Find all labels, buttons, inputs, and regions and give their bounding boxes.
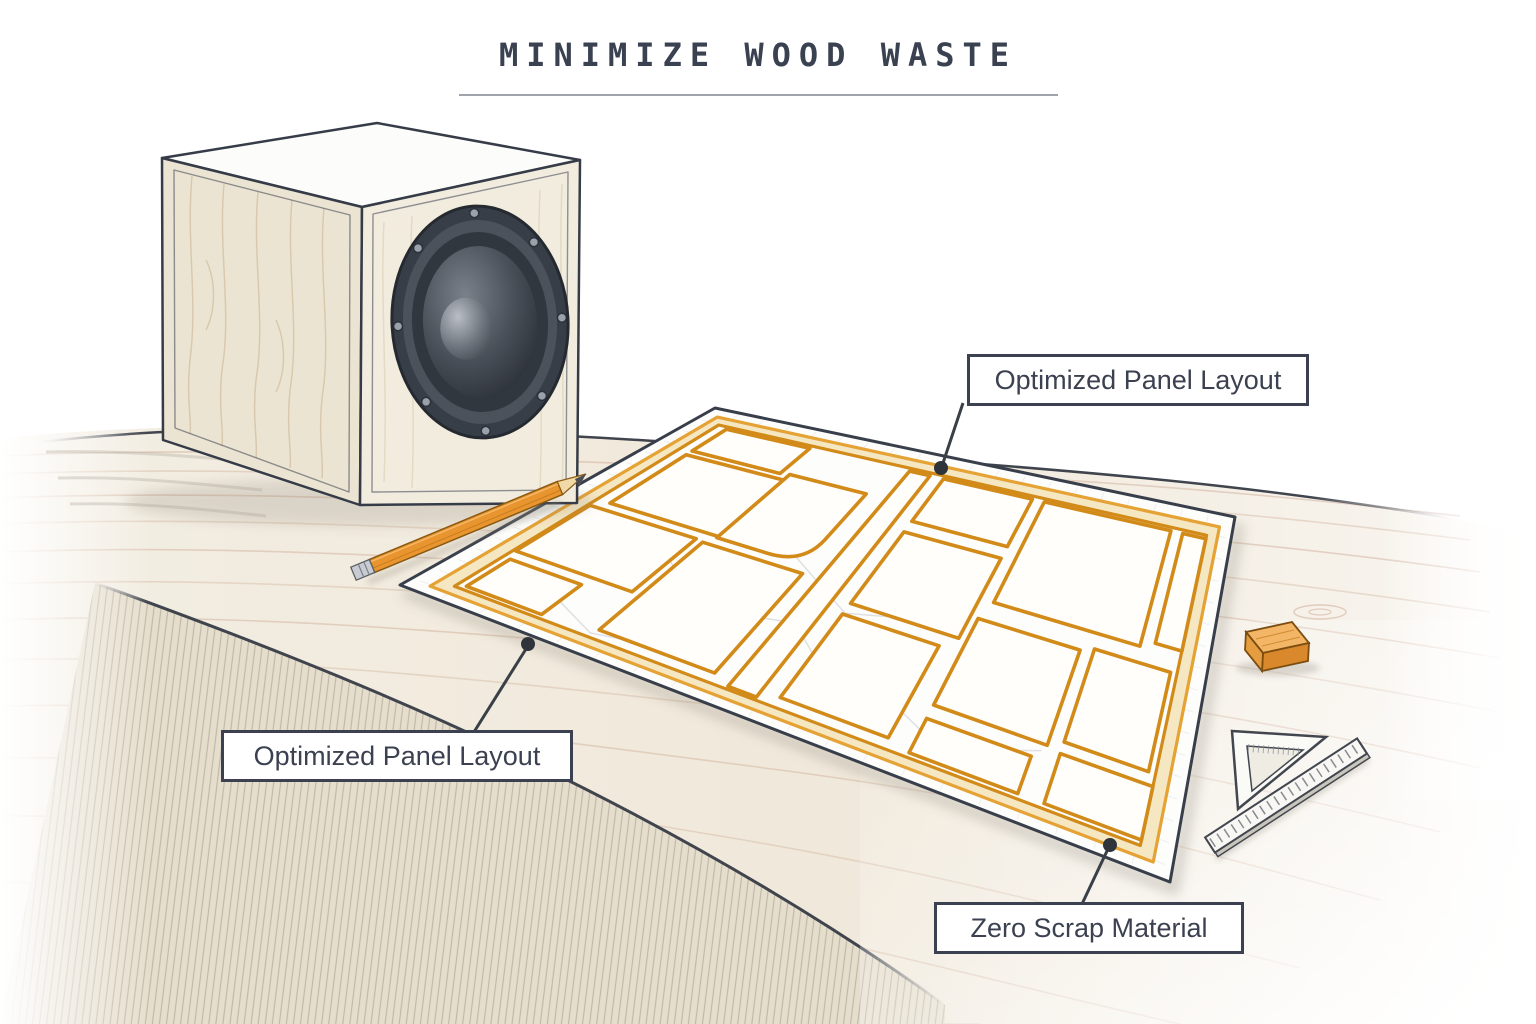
panel-outline (726, 469, 932, 699)
panel-outline (1153, 531, 1208, 653)
cabinet-left-inset-frame (173, 169, 351, 493)
leader-dot-optimized-panel-layout-top (934, 461, 948, 475)
leader-line-optimized-panel-layout-bottom (472, 648, 528, 733)
block-side-face (1244, 629, 1264, 674)
pencil-ferrule (349, 558, 376, 582)
panel-outline (778, 612, 941, 740)
panel-outline (907, 716, 1033, 796)
pencil-shadow (366, 498, 562, 586)
panel-outline (910, 477, 1035, 549)
speaker-cabinet (45, 121, 595, 526)
fade-left (0, 370, 150, 1024)
square-ruler (1203, 729, 1371, 861)
driver-bolts (392, 207, 568, 437)
panel-outline (1042, 751, 1155, 842)
panel-outline (931, 616, 1082, 748)
callout-optimized-panel-layout-top: Optimized Panel Layout (967, 354, 1309, 406)
panel-outline (464, 557, 584, 617)
callout-leaders (472, 402, 1117, 905)
pencil (349, 473, 587, 586)
title-underline (459, 94, 1058, 96)
page-title: MINIMIZE WOOD WASTE (498, 36, 1018, 74)
scrap-wood-block (1236, 621, 1320, 676)
panel-outline (848, 530, 1003, 641)
callout-zero-scrap-material: Zero Scrap Material (934, 902, 1244, 954)
panel-outline (991, 500, 1173, 648)
pencil-highlight-line (369, 483, 559, 563)
cabinet-grain-left (187, 175, 327, 479)
block-grain (1255, 629, 1301, 647)
square-ticks (1247, 744, 1303, 756)
panel-layout-sheet (398, 406, 1244, 896)
driver-dustcap (440, 297, 493, 360)
sheet-shadow (402, 523, 1244, 896)
callout-label: Optimized Panel Layout (994, 364, 1282, 395)
leader-line-zero-scrap-material (1080, 850, 1109, 905)
pencil-facet-line (372, 489, 562, 569)
callout-label: Optimized Panel Layout (253, 740, 541, 771)
leader-dot-optimized-panel-layout-bottom (521, 637, 535, 651)
pencil-ferrule-band (363, 561, 370, 576)
speaker-driver (390, 204, 570, 440)
callout-optimized-panel-layout-bottom: Optimized Panel Layout (221, 730, 573, 782)
table-front-hatch (0, 583, 945, 1024)
pencil-ferrule-band (357, 563, 365, 578)
pencil-tip-graphite (575, 474, 586, 487)
panel-outline (513, 503, 698, 594)
leader-line-optimized-panel-layout-top (941, 402, 965, 464)
callout-label: Zero Scrap Material (970, 912, 1208, 943)
leader-dot-zero-scrap-material (1103, 838, 1117, 852)
panel-outline (715, 472, 868, 559)
panel-outline (597, 540, 805, 675)
square-triangle-cutout (1246, 745, 1305, 793)
panel-outline (1062, 647, 1173, 774)
panel-outline (690, 427, 812, 476)
